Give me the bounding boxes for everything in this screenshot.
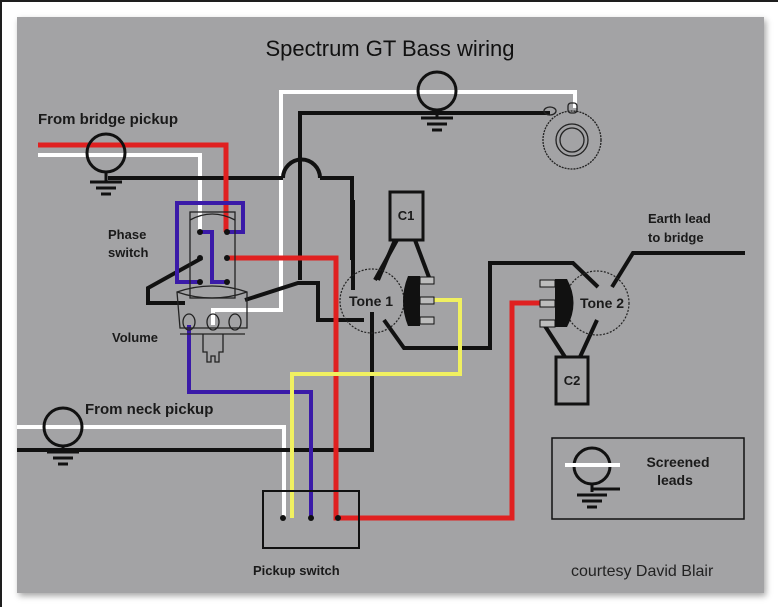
shield-bridge-icon (85, 132, 127, 196)
legend-label-line1: Screened (646, 454, 709, 470)
legend-label-line2: leads (657, 472, 693, 488)
wire-bridge-red (38, 142, 229, 232)
wire-tone1-to-switch-yellow (290, 298, 462, 518)
legend (551, 437, 745, 520)
output-jack-icon (542, 102, 602, 170)
credit-text: courtesy David Blair (571, 563, 714, 580)
pickup-switch-label: Pickup switch (253, 563, 340, 578)
wire-volume-to-switch-blue (187, 325, 313, 518)
window-left-border (0, 0, 2, 607)
blue-wires (175, 201, 313, 518)
earth-lead-label-line1: Earth lead (648, 211, 711, 226)
yellow-wires (290, 298, 462, 518)
tone1-pot (339, 268, 435, 334)
phase-switch-label-line1: Phase (108, 227, 146, 242)
diagram-title: Spectrum GT Bass wiring (265, 36, 514, 61)
black-wires (17, 111, 745, 452)
white-wires (17, 90, 620, 518)
tone1-label: Tone 1 (349, 293, 393, 309)
capacitor-c1 (388, 190, 425, 242)
tone2-label: Tone 2 (580, 295, 624, 311)
wire-phase-to-switch-red (227, 255, 548, 521)
wire-phase-blue-cross (202, 230, 226, 284)
shield-neck-icon (42, 406, 84, 466)
pickup-switch-lugs (280, 515, 341, 521)
wire-tone1-to-tone2 (382, 261, 600, 350)
wire-jack-ground (298, 111, 550, 280)
wire-earth-lead (610, 251, 745, 289)
earth-lead-label-line2: to bridge (648, 230, 704, 245)
wire-tone1-ground (17, 312, 374, 452)
wire-neck-white (17, 425, 286, 518)
bridge-pickup-label: From bridge pickup (38, 111, 178, 128)
volume-label: Volume (112, 330, 158, 345)
pickup-switch (262, 490, 360, 549)
phase-switch-lugs (197, 229, 230, 285)
neck-pickup-label: From neck pickup (85, 401, 213, 418)
c2-label: C2 (564, 373, 581, 388)
shield-jack-icon (416, 70, 458, 132)
wire-volume-to-jack-white (211, 90, 577, 325)
capacitor-c2 (554, 355, 590, 406)
c1-label: C1 (398, 208, 415, 223)
window-top-border (0, 0, 778, 2)
wire-phase-blue-loop (175, 201, 245, 284)
volume-pot (176, 285, 248, 363)
wire-bridge-white (38, 153, 202, 232)
wire-volume-to-tone1 (244, 281, 364, 322)
phase-switch-label-line2: switch (108, 245, 149, 260)
legend-shield-icon (572, 446, 620, 509)
tone2-pot (539, 270, 630, 336)
